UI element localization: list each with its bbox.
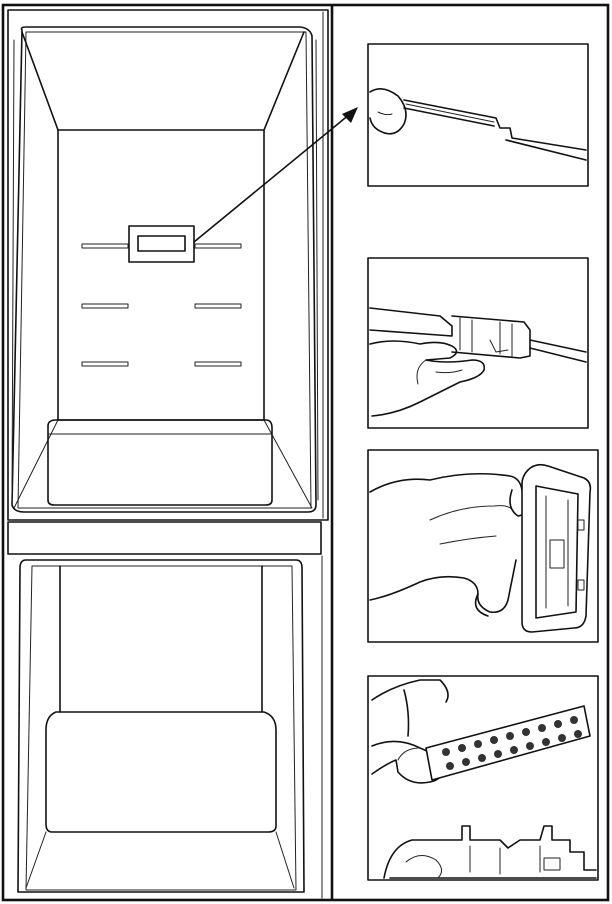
compartment-divider [7, 521, 322, 555]
detail-arrow [193, 107, 358, 243]
filter-housing [128, 225, 195, 263]
freezer-compartment [17, 555, 323, 899]
step-1-clip-detail [367, 43, 589, 187]
shelf-rails [81, 243, 242, 367]
freezer-bin [45, 711, 277, 833]
back-panel [57, 129, 265, 421]
step-4-replace-filter [367, 675, 599, 881]
step-3-open-cover [367, 449, 599, 643]
fridge-door-frame [7, 9, 329, 521]
step-2-remove-cover [367, 257, 589, 429]
outer-frame [1, 3, 610, 902]
crisper-drawer [47, 419, 273, 506]
filter-dots [442, 716, 582, 770]
fridge-compartment [7, 9, 329, 555]
